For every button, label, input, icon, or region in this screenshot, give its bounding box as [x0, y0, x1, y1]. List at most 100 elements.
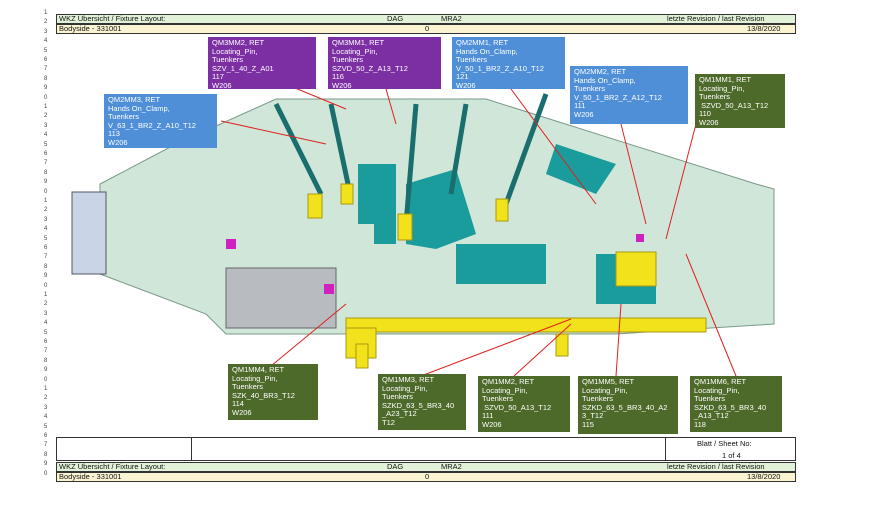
bottom-revision-date: 13/8/2020 — [747, 472, 781, 481]
clamp-arm-2 — [328, 103, 351, 185]
bottom-revision-index: 0 — [425, 472, 430, 481]
clamp-arm-4 — [448, 103, 469, 195]
row-number: 0 — [44, 188, 48, 195]
bottom-bodyside-label: Bodyside - 331001 — [59, 472, 122, 481]
callout-qm2mm3: QM2MM3, RET Hands On_Clamp, Tuenkers V_6… — [104, 94, 217, 148]
row-number: 3 — [44, 122, 48, 129]
bottom-fixture-title: WKZ Übersicht / Fixture Layout: — [59, 462, 166, 471]
row-number: 4 — [44, 414, 48, 421]
row-number: 6 — [44, 151, 48, 157]
leader-qm1mm6 — [685, 253, 737, 377]
teal-region-3 — [546, 144, 616, 194]
row-number: 4 — [44, 226, 48, 233]
row-number: 1 — [44, 104, 48, 110]
row-number: 3 — [44, 404, 48, 411]
row-number: 8 — [44, 357, 48, 364]
marker-2 — [324, 284, 334, 294]
company-label: DAG — [387, 14, 404, 23]
clamp-tip-4 — [495, 198, 509, 222]
row-number: 6 — [44, 339, 48, 345]
row-number: 5 — [44, 141, 48, 148]
revision-index: 0 — [425, 24, 430, 33]
callout-qm1mm1: QM1MM1, RET Locating_Pin, Tuenkers SZVD_… — [695, 74, 785, 128]
leader-qm1mm4 — [270, 303, 347, 367]
revision-label: letzte Revision / last Revision — [667, 14, 765, 23]
callout-qm1mm6: QM1MM6, RET Locating_Pin, Tuenkers SZKD_… — [690, 376, 782, 432]
clamp-arm-5 — [503, 93, 549, 205]
clamp-tip-2 — [340, 183, 354, 205]
leader-qm1mm2 — [513, 323, 572, 377]
sheet-label: Blatt / Sheet No: — [697, 439, 752, 448]
row-number: 9 — [44, 461, 48, 468]
row-number: 1 — [44, 10, 48, 16]
revision-date: 13/8/2020 — [747, 24, 781, 33]
row-number: 7 — [44, 160, 48, 167]
left-mount — [71, 191, 107, 275]
row-number: 2 — [44, 395, 48, 402]
bottom-company-label: DAG — [387, 462, 404, 471]
row-number: 9 — [44, 367, 48, 374]
callout-qm3mm1: QM3MM1, RET Locating_Pin, Tuenkers SZVD_… — [328, 37, 441, 90]
clamp-tip-1 — [307, 193, 323, 219]
row-number: 5 — [44, 423, 48, 430]
leader-qm1mm5 — [615, 303, 622, 377]
bottom-header-row-title: WKZ Übersicht / Fixture Layout: DAG MRA2… — [56, 462, 796, 472]
teal-region-4 — [456, 244, 546, 284]
leader-qm2mm1 — [510, 88, 597, 205]
row-number: 9 — [44, 85, 48, 92]
clamp-tip-6 — [555, 333, 569, 357]
footer-divider — [665, 438, 666, 460]
leader-qm2mm3 — [220, 120, 327, 145]
clamp-arm-1 — [273, 102, 324, 196]
teal-region-1 — [358, 164, 396, 244]
clamp-arm-3 — [403, 103, 419, 225]
row-number: 1 — [44, 198, 48, 204]
leader-qm2mm2 — [620, 123, 647, 225]
callout-qm2mm1: QM2MM1, RET Hands On_Clamp, Tuenkers V_5… — [452, 37, 565, 90]
row-number: 2 — [44, 19, 48, 26]
row-number: 1 — [44, 292, 48, 298]
callout-qm3mm2: QM3MM2, RET Locating_Pin, Tuenkers SZV_1… — [208, 37, 316, 90]
bottom-header-row-bodyside: Bodyside - 331001 0 13/8/2020 — [56, 472, 796, 482]
callout-qm1mm2: QM1MM2, RET Locating_Pin, Tuenkers SZVD_… — [478, 376, 570, 432]
row-number: 4 — [44, 320, 48, 327]
leader-qm1mm1 — [665, 123, 697, 240]
row-number: 9 — [44, 179, 48, 186]
row-number: 1 — [44, 386, 48, 392]
row-number: 9 — [44, 273, 48, 280]
row-number: 7 — [44, 442, 48, 449]
row-number: 6 — [44, 245, 48, 251]
teal-region-2 — [406, 169, 476, 249]
marker-1 — [226, 239, 236, 249]
row-number: 5 — [44, 47, 48, 54]
row-number: 8 — [44, 169, 48, 176]
row-number: 3 — [44, 28, 48, 35]
row-number: 0 — [44, 94, 48, 101]
leader-qm1mm3 — [420, 318, 572, 377]
bottom-revision-label: letzte Revision / last Revision — [667, 462, 765, 471]
row-number: 6 — [44, 57, 48, 63]
clamp-tip-3 — [397, 213, 413, 241]
row-number: 7 — [44, 348, 48, 355]
header-row-title: WKZ Übersicht / Fixture Layout: DAG MRA2… — [56, 14, 796, 24]
row-number: 0 — [44, 470, 48, 477]
row-number: 2 — [44, 301, 48, 308]
callout-qm1mm3: QM1MM3, RET Locating_Pin, Tuenkers SZKD_… — [378, 374, 466, 430]
fixture-drawing — [71, 75, 775, 377]
sheet-value: 1 of 4 — [722, 451, 741, 460]
grey-block — [225, 267, 337, 329]
callout-qm2mm2: QM2MM2, RET Hands On_Clamp, Tuenkers V_5… — [570, 66, 688, 124]
row-number: 4 — [44, 132, 48, 139]
row-number: 8 — [44, 75, 48, 82]
row-number: 8 — [44, 451, 48, 458]
row-number: 4 — [44, 38, 48, 45]
row-number: 7 — [44, 66, 48, 73]
callout-qm1mm5: QM1MM5, RET Locating_Pin, Tuenkers SZKD_… — [578, 376, 678, 434]
fixture-title: WKZ Übersicht / Fixture Layout: — [59, 14, 166, 23]
bottom-project-label: MRA2 — [441, 462, 462, 471]
clamp-tip-5 — [355, 343, 369, 369]
row-number: 0 — [44, 282, 48, 289]
callout-qm1mm4: QM1MM4, RET Locating_Pin, Tuenkers SZK_4… — [228, 364, 318, 420]
yellow-rail — [345, 317, 707, 333]
